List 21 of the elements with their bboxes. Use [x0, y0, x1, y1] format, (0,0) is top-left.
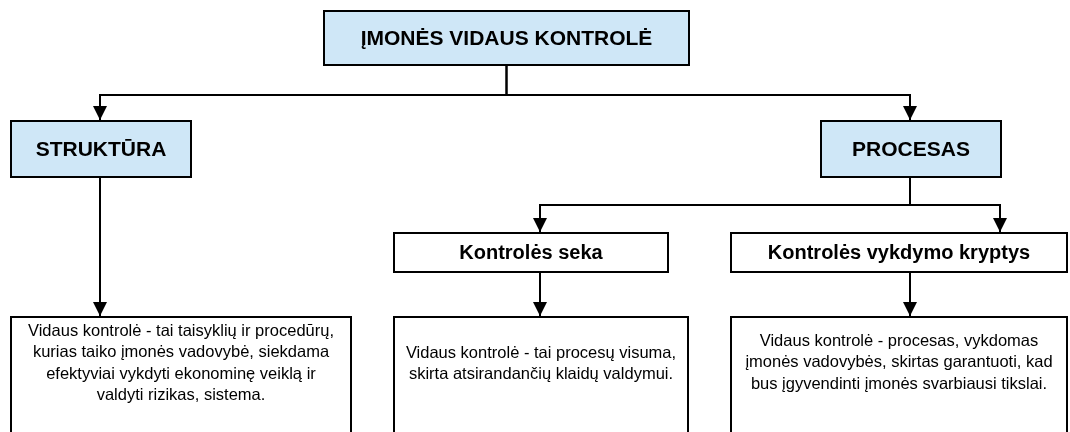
heading-text: Kontrolės seka	[459, 241, 603, 264]
description-text: Vidaus kontrolė - tai procesų visuma, skirta atsirandančių klaidų valdymui.	[404, 342, 678, 385]
description-text: Vidaus kontrolė - tai taisyklių ir procedūrų, kurias taiko įmonės vadovybė, siekdama efektyviai vykdyti ekonominę veiklą ir valdyti rizikas, sistema.	[27, 320, 335, 406]
description-box	[393, 316, 689, 432]
heading-text: STRUKTŪRA	[35, 137, 167, 161]
arrow	[93, 177, 107, 317]
arrow	[909, 177, 1007, 233]
heading-box	[323, 10, 690, 66]
description-box	[10, 316, 352, 432]
heading-text: PROCESAS	[852, 137, 970, 161]
heading-text: Kontrolės vykdymo kryptys	[767, 241, 1031, 264]
description-text: Vidaus kontrolė - procesas, vykdomas įmonės vadovybės, skirtas garantuoti, kad bus įgyvendinti įmonės svarbiausi tikslai.	[744, 330, 1054, 394]
heading-box	[820, 120, 1002, 178]
arrow	[505, 65, 917, 121]
heading-box	[10, 120, 192, 178]
heading-text: ĮMONĖS VIDAUS KONTROLĖ	[360, 26, 653, 50]
subheading-box	[730, 232, 1068, 273]
arrow	[903, 272, 917, 317]
subheading-box	[393, 232, 669, 273]
description-box	[730, 316, 1068, 432]
arrow	[533, 272, 547, 317]
